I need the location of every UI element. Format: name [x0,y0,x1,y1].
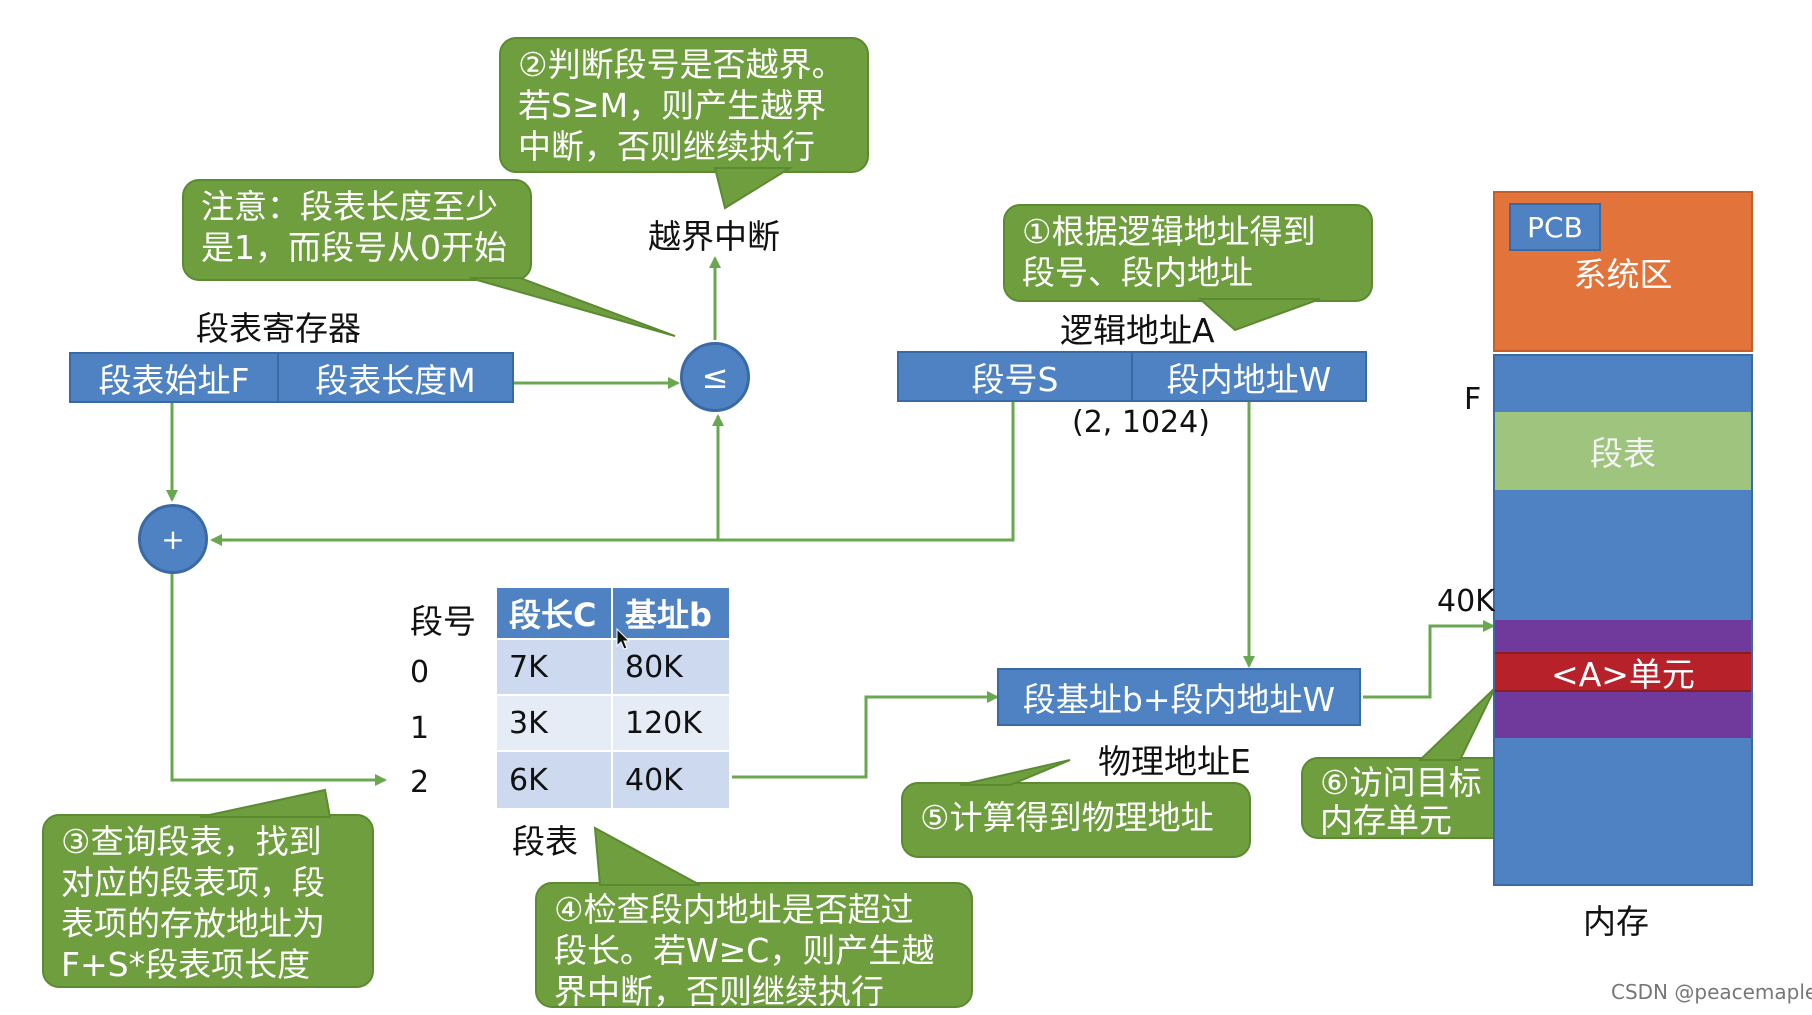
segment-index-0: 0 [410,655,430,690]
pcb-block: PCB [1509,203,1601,251]
compare-node: ≤ [680,342,750,412]
step2-callout: ②判断段号是否越界。 若S≥M，则产生越界 中断，否则继续执行 [518,45,845,166]
physical-address-formula: 段基址b+段内地址W [1022,680,1336,719]
memory-system-area: PCB 系统区 [1493,191,1753,352]
step1-callout: ①根据逻辑地址得到 段号、段内地址 [1022,212,1316,292]
table-cell-length-2: 6K [497,752,611,808]
segment-table-register: 段表始址F 段表长度M [69,352,514,403]
table-header-length: 段长C [497,588,613,638]
memory-40k-label: 40K [1437,584,1495,619]
table-cell-length-1: 3K [497,696,611,750]
segment-table: 段长C 基址b 7K 80K 3K 120K 6K 40K [497,588,729,810]
memory-f-label: F [1464,382,1482,417]
segment-number-field: 段号S [899,353,1133,400]
system-area-label: 系统区 [1573,255,1673,294]
adder-node: + [138,504,208,574]
step4-callout: ④检查段内地址是否超过 段长。若W≥C，则产生越 界中断，否则继续执行 [554,890,935,1011]
register-title: 段表寄存器 [196,309,361,348]
memory-segment-table: 段表 [1495,412,1751,490]
note-callout: 注意：段表长度至少 是1，而段号从0开始 [201,187,507,267]
register-start-field: 段表始址F [71,354,279,401]
watermark: CSDN @peacemaple [1611,980,1812,1004]
step5-callout: ⑤计算得到物理地址 [920,798,1214,837]
table-header-base: 基址b [613,588,729,638]
segment-index-2: 2 [410,765,430,800]
physical-address-box: 段基址b+段内地址W [997,668,1361,726]
logical-address-box: 段号S 段内地址W [897,351,1367,402]
logical-address-title: 逻辑地址A [1060,311,1215,350]
table-cell-base-2: 40K [613,752,729,808]
table-cell-base-1: 120K [613,696,729,750]
segment-index-1: 1 [410,711,430,746]
register-length-field: 段表长度M [315,360,476,400]
memory-block: 段表 <A>单元 [1493,354,1753,886]
table-cell-length-0: 7K [497,640,611,694]
step6-callout: ⑥访问目标 内存单元 [1320,763,1482,840]
memory-caption: 内存 [1583,902,1649,941]
table-cell-base-0: 80K [613,640,729,694]
logical-address-example: (2, 1024) [1072,405,1210,440]
segment-offset-field: 段内地址W [1166,359,1332,399]
interrupt-label: 越界中断 [648,217,780,256]
memory-target-unit: <A>单元 [1495,652,1751,694]
step3-callout: ③查询段表，找到 对应的段表项，段 表项的存放地址为 F+S*段表项长度 [61,822,325,984]
segment-index-header: 段号 [410,602,476,641]
segment-table-caption: 段表 [512,822,578,861]
mouse-cursor-icon [616,628,631,650]
physical-address-label: 物理地址E [1098,742,1251,781]
